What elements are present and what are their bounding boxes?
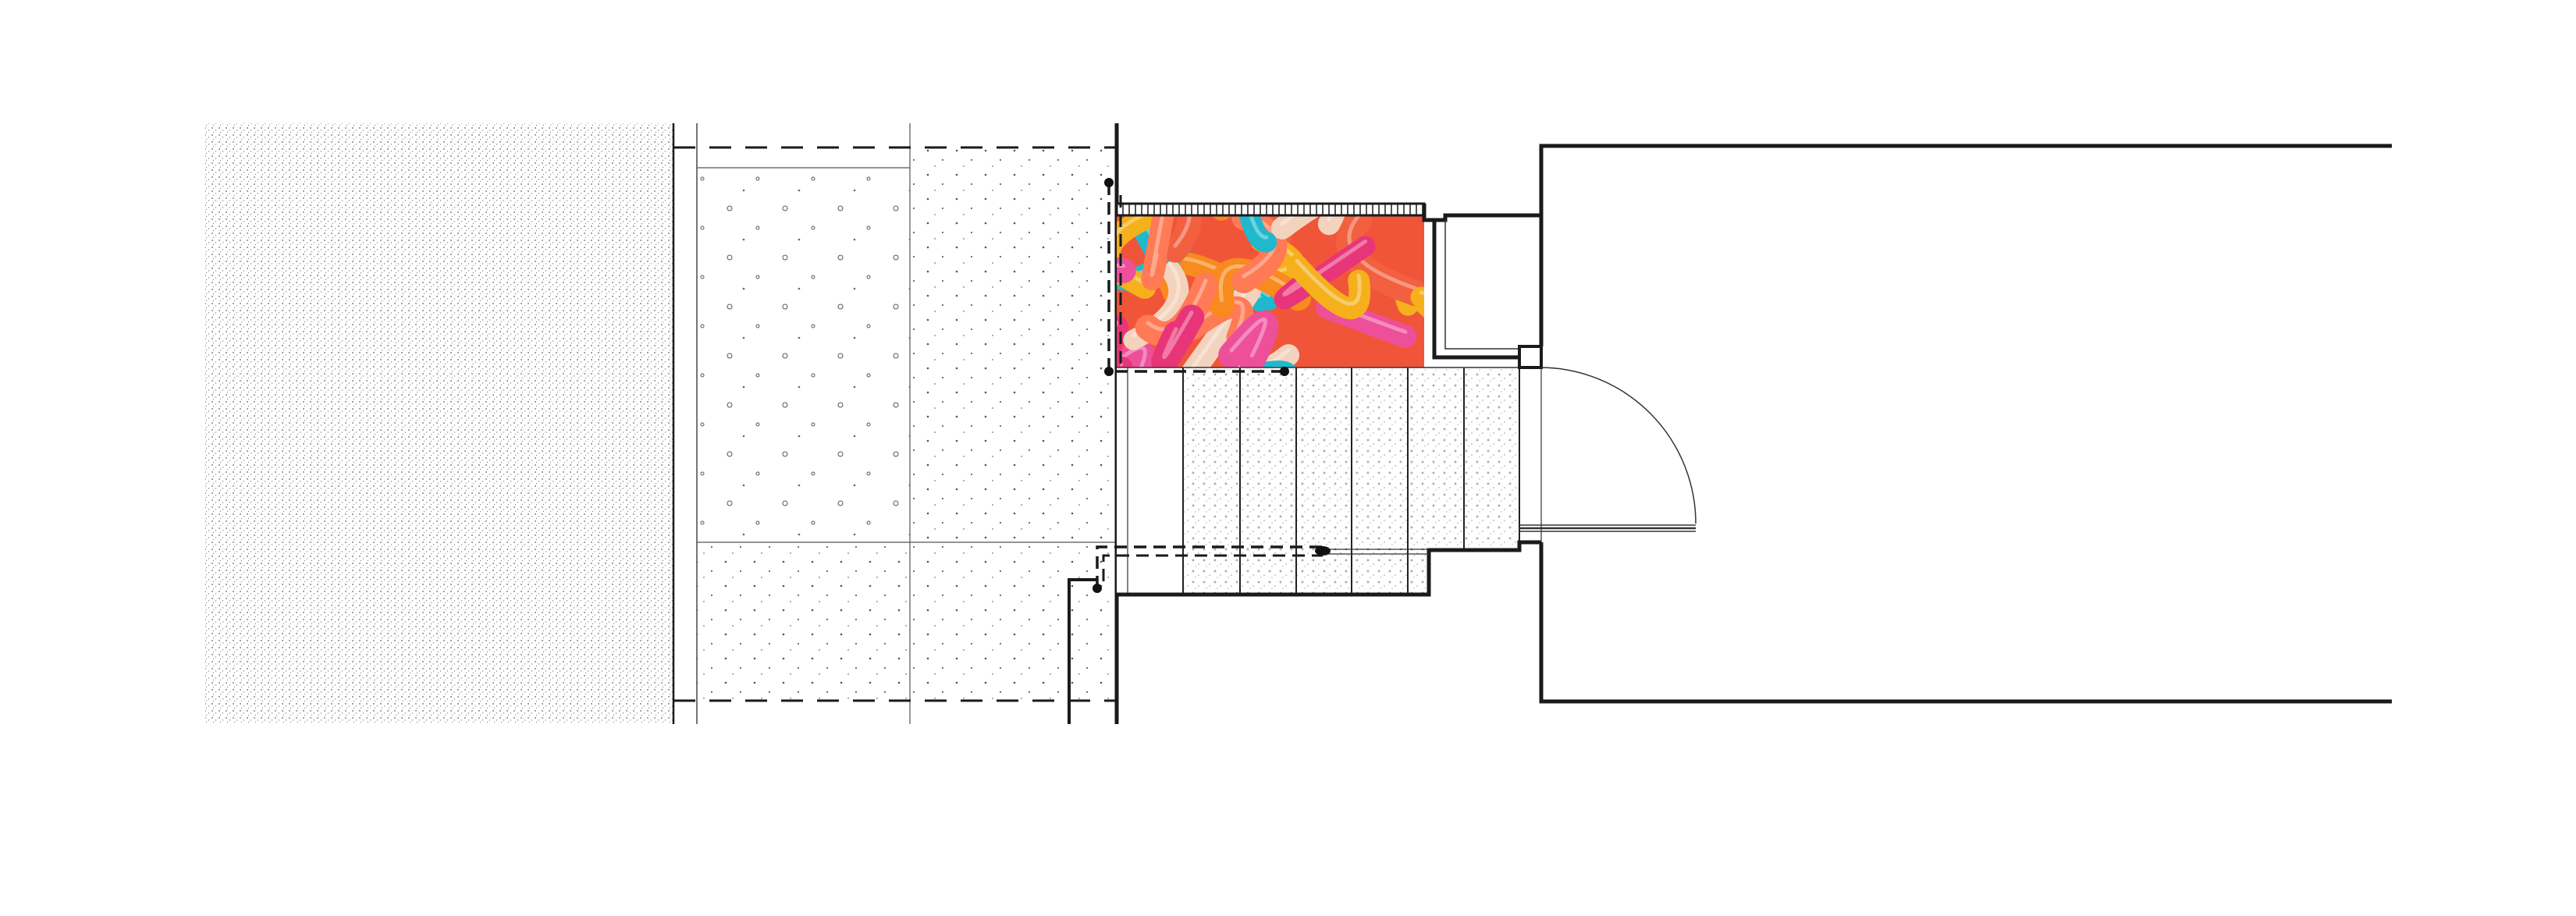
tube (1410, 286, 1424, 309)
service-line-dashed (1096, 545, 1323, 588)
tube (1141, 215, 1174, 290)
tube (1212, 215, 1231, 221)
tube-highlight (1117, 346, 1147, 367)
wall-inner (1444, 220, 1519, 350)
tube-highlight (1282, 239, 1367, 296)
tube (1238, 215, 1277, 253)
tube-highlight (1154, 153, 1241, 205)
tube (1207, 257, 1312, 318)
column (1518, 345, 1543, 369)
node-point (1280, 367, 1289, 376)
tube (1151, 304, 1205, 367)
door-swing-arc (1540, 367, 1697, 524)
wall (1432, 220, 1519, 360)
planter-tubes (1117, 153, 1480, 367)
wall (1539, 542, 2392, 704)
tube (1274, 236, 1376, 310)
tube (1286, 254, 1371, 320)
paving-zone-large-aggregate (697, 168, 910, 542)
stair-landing (1117, 367, 1183, 595)
tube-highlight (1173, 215, 1192, 248)
tube-highlight (1441, 290, 1480, 338)
tube-highlight (1419, 290, 1424, 296)
wall (1068, 578, 1097, 724)
planter-grille (1115, 202, 1426, 217)
tube-highlight (1295, 258, 1362, 306)
tube (1163, 215, 1202, 263)
tube-highlight (1192, 300, 1245, 335)
node-point (1315, 546, 1331, 556)
paving-zone-sparse (910, 146, 1117, 701)
tube (1218, 311, 1279, 367)
service-line-dashed (1107, 183, 1284, 373)
paving-zone-sparse-lower (697, 542, 910, 701)
wall (1422, 204, 1541, 222)
tube (1270, 215, 1345, 240)
paving-block-left (205, 123, 673, 724)
wall (1117, 540, 1541, 597)
node-point (1093, 584, 1102, 593)
wall (1539, 144, 2392, 346)
tube-highlight (1249, 215, 1269, 240)
service-line-dashed (1102, 554, 1323, 581)
grille-bars (1116, 204, 1423, 215)
tube-highlight (1149, 215, 1165, 277)
tube-highlight (1162, 311, 1194, 360)
tube (1441, 295, 1480, 343)
node-point (1104, 367, 1114, 376)
tube-highlight (1229, 317, 1267, 358)
node-point (1104, 178, 1114, 187)
tube-highlight (1218, 264, 1301, 303)
